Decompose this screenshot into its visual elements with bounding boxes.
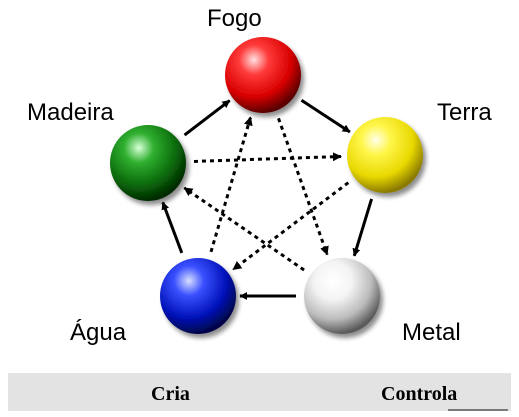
control-arrow-agua-fogo <box>209 116 253 253</box>
control-arrow-madeira-terra <box>193 152 342 163</box>
creation-arrow-madeira-fogo <box>183 99 231 137</box>
creation-arrows <box>161 98 374 300</box>
label-terra: Terra <box>437 99 492 126</box>
sphere-agua <box>160 258 236 334</box>
control-arrow-fogo-metal <box>277 117 329 256</box>
control-arrows <box>183 116 350 272</box>
element-spheres <box>110 37 423 334</box>
legend-bar <box>8 373 511 411</box>
legend-controla-label: Controla <box>381 383 458 405</box>
label-metal: Metal <box>402 319 461 346</box>
label-fogo: Fogo <box>207 5 262 32</box>
control-arrow-terra-agua <box>232 181 350 271</box>
creation-arrow-terra-metal <box>352 198 374 257</box>
label-madeira: Madeira <box>27 99 114 126</box>
creation-arrow-agua-madeira <box>161 201 184 254</box>
legend-cria-label: Cria <box>151 383 190 405</box>
creation-arrow-fogo-terra <box>300 98 351 134</box>
legend-divider <box>448 409 508 411</box>
sphere-terra <box>347 117 423 193</box>
sphere-metal <box>304 258 380 334</box>
label-agua: Água <box>70 319 127 346</box>
sphere-madeira <box>110 125 186 201</box>
control-arrow-metal-madeira <box>183 186 305 272</box>
sphere-fogo <box>225 37 301 113</box>
